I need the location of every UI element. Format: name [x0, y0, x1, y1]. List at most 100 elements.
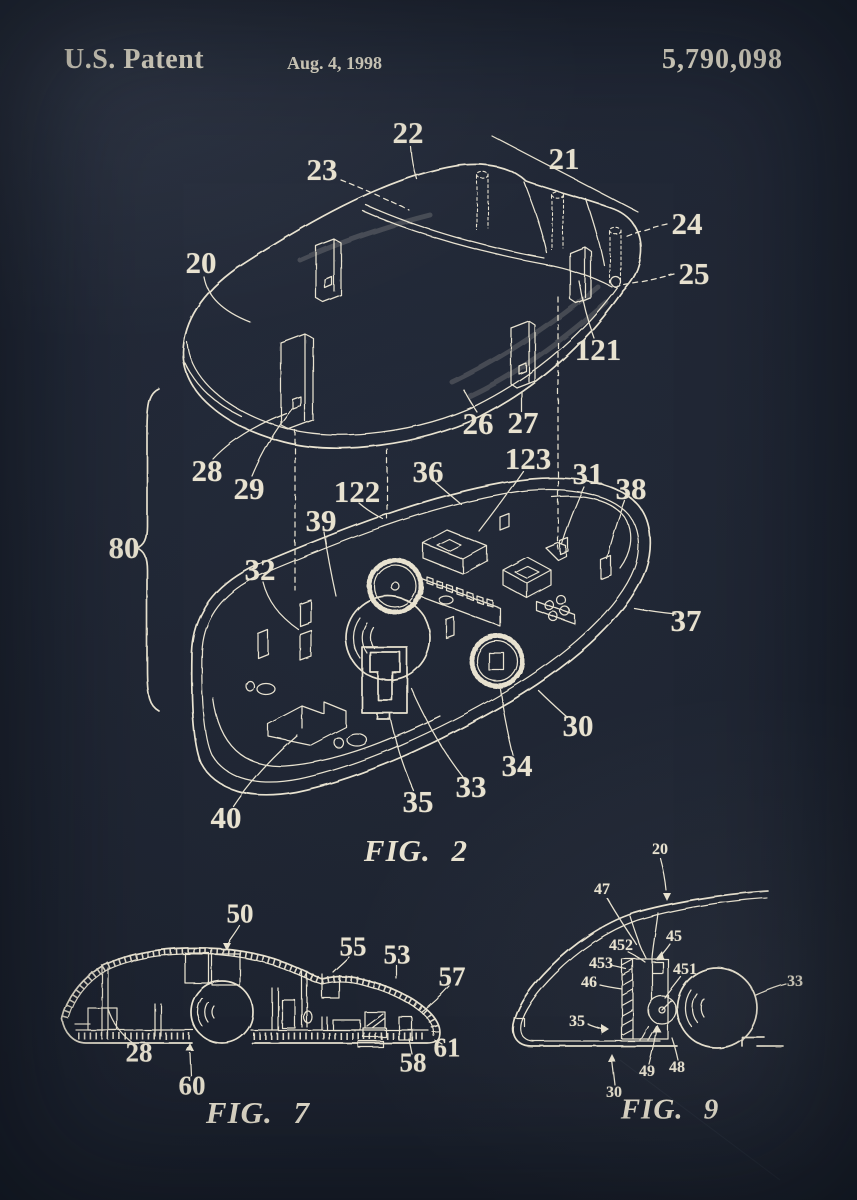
fig2-ref-38: 38 [615, 471, 647, 506]
fig7-leader-lines [107, 925, 450, 1077]
fig2-pcb-assembly [419, 576, 501, 627]
fig2-ref-25: 25 [678, 256, 710, 291]
fig2-ref-33: 33 [455, 769, 487, 804]
fig7-ref-55: 55 [339, 931, 367, 962]
fig9-ref-35: 35 [569, 1013, 585, 1030]
fig2-boss-pad-1 [256, 682, 276, 696]
fig2-ref-123: 123 [504, 441, 552, 476]
fig2-cover-chalk-shading [297, 212, 609, 399]
fig2-projection-lines-dashed [294, 296, 559, 591]
fig2-leader-lines [203, 146, 677, 807]
fig7-ref-50: 50 [226, 898, 254, 929]
fig2-screw-pegs-dashed [476, 173, 622, 286]
fig9-ref-453: 453 [589, 955, 613, 972]
fig2-ref-122: 122 [333, 474, 381, 509]
fig7-ref-61: 61 [433, 1032, 461, 1063]
fig2-peg3-foot-ball [610, 276, 622, 288]
fig2-contact-pad-2 [555, 594, 567, 606]
fig7-trackball [190, 980, 254, 1044]
fig9-leader-lines [587, 857, 787, 1086]
fig2-ref-20: 20 [185, 245, 217, 280]
fig7-drawing [61, 925, 450, 1077]
fig7-caption: FIG. 7 [205, 1095, 311, 1130]
fig2-tray-small-parts [257, 512, 612, 746]
fig7-ref-57: 57 [438, 961, 466, 992]
fig2-peg2-cap [551, 191, 564, 199]
fig2-ref-29: 29 [233, 471, 265, 506]
fig2-ref-32: 32 [244, 552, 276, 587]
fig2-ref-34: 34 [501, 748, 533, 783]
fig2-top-cover-rim-lines [184, 285, 619, 436]
fig2-ref21-bracket-line [491, 135, 639, 213]
fig2-tray-platform-wall [551, 495, 632, 569]
fig7-ref-28: 28 [125, 1037, 153, 1068]
fig2-ref-28: 28 [191, 453, 223, 488]
fig2-ref-31: 31 [572, 456, 604, 491]
fig9-ref-49: 49 [639, 1063, 655, 1080]
fig9-shell-inner-line [513, 897, 768, 1042]
fig9-ref-452: 452 [609, 937, 633, 954]
fig9-ref-30: 30 [606, 1084, 622, 1101]
fig2-encoder-gear-left-teeth [366, 557, 424, 615]
fig9-ref-47: 47 [594, 881, 610, 898]
fig2-trackball [345, 595, 431, 681]
fig2-ref-40: 40 [210, 800, 242, 835]
fig2-tray-inner-rim [201, 489, 640, 783]
fig2-ref-23: 23 [306, 152, 338, 187]
fig2-ref-27: 27 [507, 405, 539, 440]
fig9-encoder-housing [621, 958, 669, 1041]
fig7-trackball-shading [196, 997, 215, 1027]
fig9-roller-spoke [661, 999, 673, 1011]
fig7-ref-53: 53 [383, 939, 411, 970]
fig2-boss-cylinder-1 [245, 680, 255, 692]
fig7-shell-hatch-band [61, 947, 439, 1040]
fig9-ref-46: 46 [581, 974, 597, 991]
fig2-tray-floor-line [212, 697, 441, 767]
fig2-top-cover-panel-lines [362, 181, 613, 288]
fig2-encoder-gear-right-teeth [469, 633, 525, 689]
fig9-drawing [511, 857, 787, 1086]
fig2-peg1-cap [476, 171, 489, 179]
fig2-ref-36: 36 [412, 454, 444, 489]
fig2-boss-cylinder-2 [333, 737, 345, 749]
fig9-roller-axle [658, 1006, 666, 1014]
fig7-ref-60: 60 [178, 1070, 206, 1101]
fig7-shell-outline [61, 946, 441, 1044]
fig2-ref-80: 80 [108, 530, 140, 565]
patent-office-title: U.S. Patent [64, 44, 205, 75]
fig2-leader-lines-dashed [340, 179, 675, 286]
fig7-small-knob [303, 1010, 313, 1024]
background-scratch [619, 1059, 781, 1181]
fig2-top-cover-outline [182, 163, 642, 449]
fig2-pcb-pad [438, 595, 454, 605]
fig2-ref-24: 24 [671, 206, 703, 241]
fig2-cover-snap-clips [280, 238, 592, 430]
fig9-leader-arrowheads [601, 893, 671, 1062]
fig9-shell-outline [511, 890, 784, 1047]
fig9-trackball [676, 967, 758, 1049]
fig2-ref-22: 22 [392, 115, 424, 150]
fig2-encoder-gear-left-hub [390, 581, 400, 591]
fig2-ref-26: 26 [462, 406, 494, 441]
fig2-boss-pad-2 [346, 733, 368, 747]
fig2-ref-21: 21 [548, 141, 580, 176]
fig2-encoder-gear-left [373, 564, 417, 608]
fig9-ref-33: 33 [787, 973, 803, 990]
fig2-contact-pad-4 [559, 605, 571, 617]
fig9-ref-451: 451 [673, 961, 697, 978]
fig7-ref-58: 58 [399, 1047, 427, 1078]
fig9-ref-20: 20 [652, 841, 668, 858]
fig2-peg3-cap [609, 227, 622, 235]
patent-date: Aug. 4, 1998 [287, 53, 383, 73]
fig2-bottom-tray-outline [190, 477, 652, 796]
fig2-ref-121: 121 [574, 332, 622, 367]
fig9-button-post-funnel [629, 912, 659, 959]
fig9-trackball-shading [684, 989, 705, 1027]
fig2-caption: FIG. 2 [363, 833, 469, 868]
fig9-ref-48: 48 [669, 1059, 685, 1076]
fig2-contact-pad-3 [547, 610, 559, 622]
fig2-encoder-gear-right [476, 640, 518, 682]
fig2-ref-39: 39 [305, 503, 337, 538]
